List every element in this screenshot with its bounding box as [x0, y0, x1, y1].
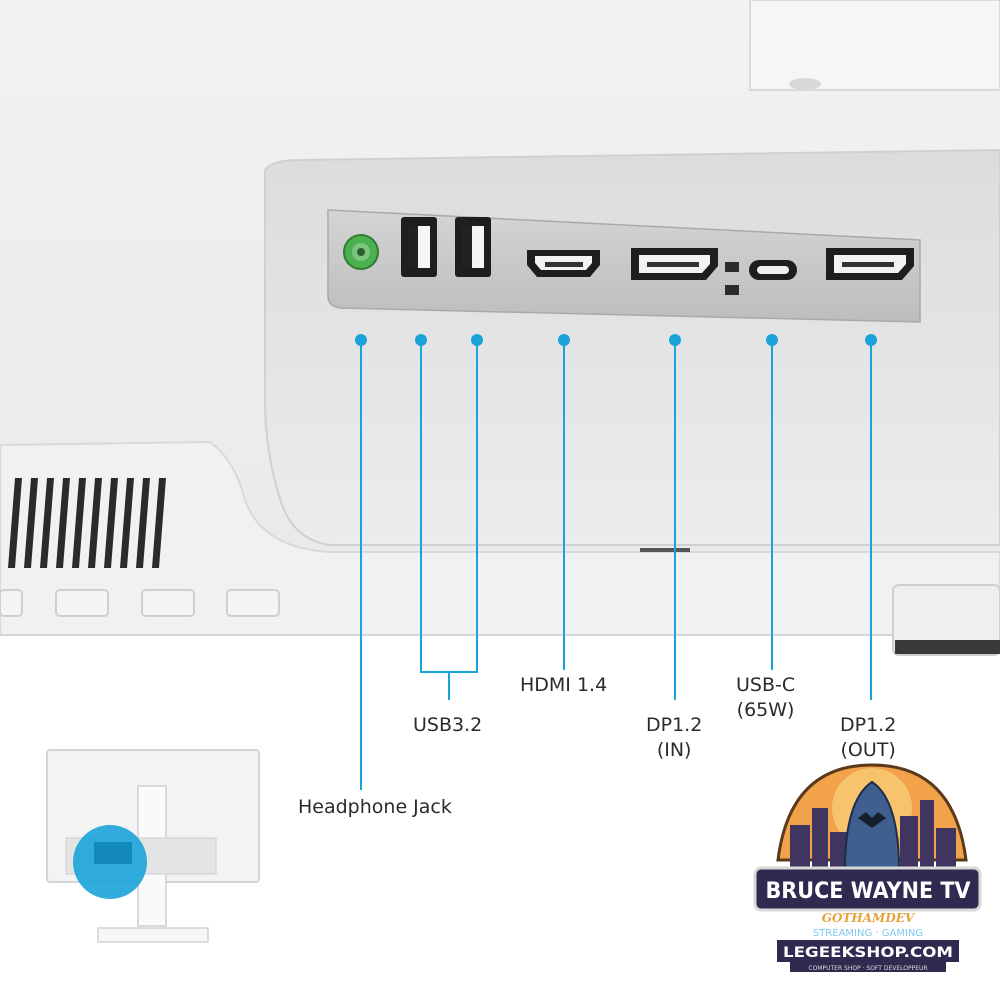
- headphone-jack-label: Headphone Jack: [298, 796, 452, 818]
- dp-out-label: DP1.2 (OUT): [840, 714, 897, 761]
- logo-site-text: LEGEEKSHOP.COM: [783, 945, 953, 961]
- monitor-thumbnail: [46, 749, 260, 943]
- vent-slat: [24, 478, 38, 568]
- hdmi-label: HDMI 1.4: [520, 674, 608, 696]
- callout-lines: [360, 340, 872, 790]
- vent-slat: [8, 478, 22, 568]
- logo-brand-text: BRUCE WAYNE TV: [766, 879, 971, 904]
- logo-tagline-text: GOTHAMDEV: [822, 911, 916, 925]
- headphone-jack-icon: [343, 234, 379, 270]
- vent-slat: [72, 478, 86, 568]
- usb-a-icon: [401, 217, 437, 277]
- brand-logo: BRUCE WAYNE TV GOTHAMDEV STREAMING · GAM…: [753, 763, 982, 972]
- vent-slat: [40, 478, 54, 568]
- vent-slat: [136, 478, 150, 568]
- usb-a-icon: [455, 217, 491, 277]
- dp-in-label: DP1.2 (IN): [646, 714, 703, 761]
- displayport-icon: [826, 248, 914, 280]
- callout-dots: [355, 334, 877, 346]
- monitor-back-panel: [0, 0, 1000, 656]
- logo-subline-text: COMPUTER SHOP · SOFT DEVELOPPEUR: [808, 965, 927, 972]
- vent-slat: [56, 478, 70, 568]
- vent-slat: [104, 478, 118, 568]
- vent-slat: [152, 478, 166, 568]
- vent-slat: [88, 478, 102, 568]
- hdmi-icon: [527, 250, 600, 277]
- usb-label: USB3.2: [413, 714, 483, 736]
- logo-services-text: STREAMING · GAMING: [813, 928, 923, 939]
- ventilation-grille: [8, 478, 166, 568]
- control-buttons: [0, 589, 280, 617]
- displayport-icon: [631, 248, 718, 280]
- usb-c-icon: [749, 260, 797, 280]
- vent-slat: [120, 478, 134, 568]
- usb-c-label: USB-C (65W): [736, 674, 796, 721]
